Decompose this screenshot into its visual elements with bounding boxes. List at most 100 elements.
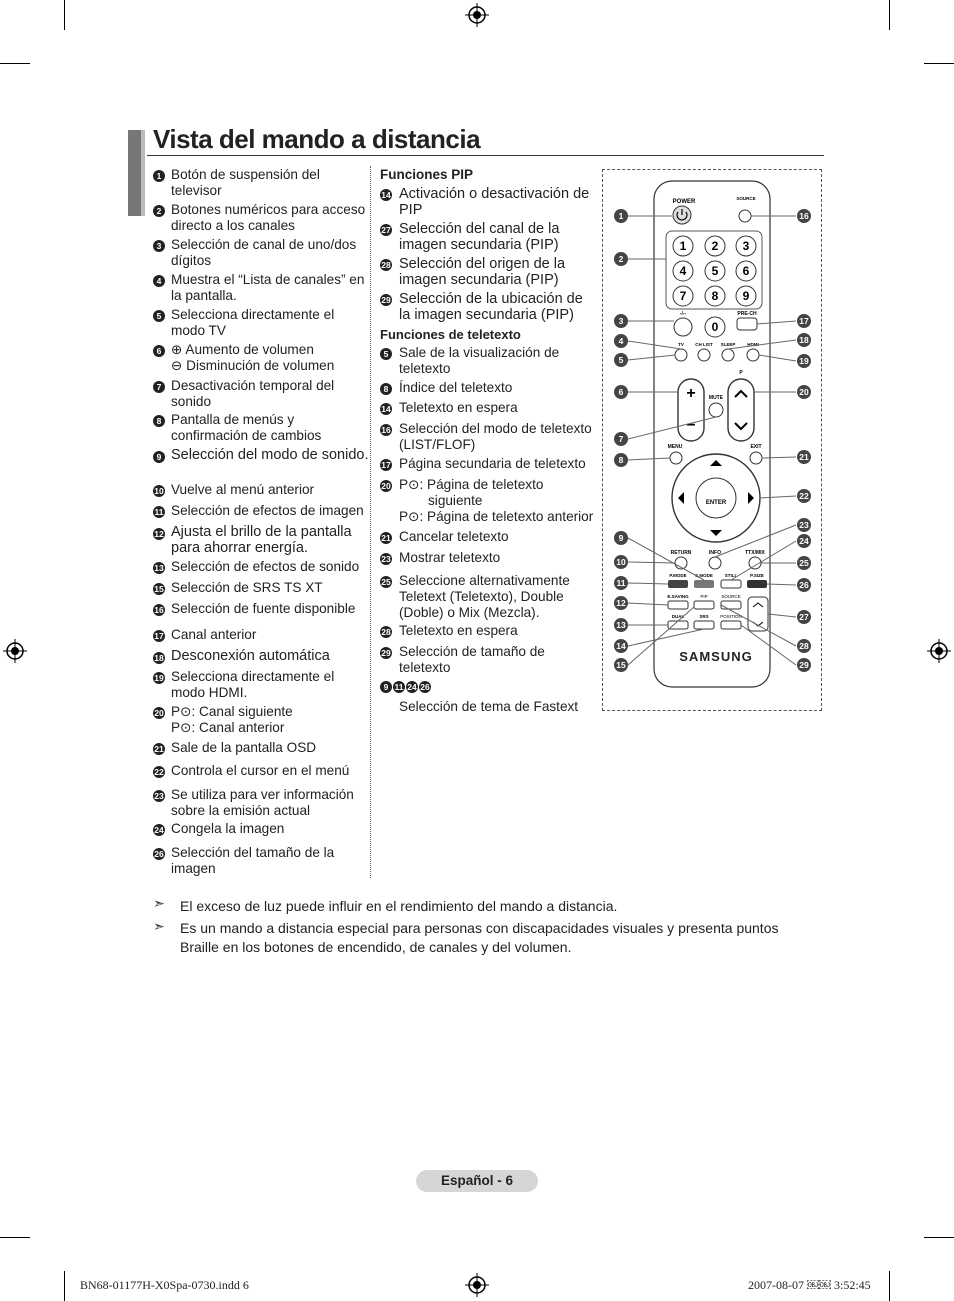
- arrow-left-icon: [678, 492, 684, 504]
- source-button[interactable]: [738, 209, 752, 223]
- crop-mark: [889, 0, 890, 30]
- footer-filename: BN68-01177H-X0Spa-0730.indd 6: [80, 1278, 249, 1292]
- list-item: Mostrar teletexto: [399, 550, 501, 565]
- pip-label: PIP: [700, 594, 707, 599]
- item-number: 20: [153, 707, 165, 719]
- digit-button[interactable]: [672, 285, 694, 307]
- item-number: 20: [380, 480, 392, 492]
- item-number: 21: [380, 532, 392, 544]
- numeric-keypad: [665, 230, 763, 310]
- smode-label: S.MODE: [695, 573, 713, 578]
- item-number: 6: [153, 345, 165, 357]
- callout-number: 11: [617, 578, 626, 588]
- item-number: 29: [380, 294, 392, 306]
- item-number: 10: [153, 485, 165, 497]
- callout-number: 20: [799, 387, 809, 397]
- item-number: 26: [153, 848, 165, 860]
- info-button[interactable]: [708, 556, 722, 570]
- exit-label: EXIT: [750, 444, 761, 450]
- crop-mark: [64, 1271, 65, 1301]
- list-item: Sale de la pantalla OSD: [171, 740, 317, 755]
- dash-button[interactable]: [673, 317, 693, 337]
- dual-label: DUAL: [672, 614, 685, 619]
- digit-button[interactable]: [735, 260, 757, 282]
- item-number: 3: [153, 240, 165, 252]
- callout-number: 21: [799, 452, 809, 462]
- volume-up-icon: +: [686, 385, 695, 402]
- sleep-button[interactable]: [721, 348, 735, 362]
- digit-button[interactable]: [704, 235, 726, 257]
- list-item: Seleccione alternativamente Teletext (Te…: [399, 573, 570, 620]
- tv-label: TV: [678, 342, 684, 347]
- ttx-label: TTX/MIX: [745, 550, 765, 556]
- psize-button[interactable]: [747, 580, 767, 588]
- list-item: Desactivación temporal del sonido: [171, 378, 335, 409]
- list-item: Vuelve al menú anterior: [171, 482, 315, 497]
- digit-button[interactable]: [672, 235, 694, 257]
- prech-label: PRE-CH: [737, 311, 757, 317]
- pmode-button[interactable]: [668, 580, 688, 588]
- callout-lines: [714, 215, 797, 666]
- chlist-button[interactable]: [697, 348, 711, 362]
- item-number: 17: [153, 630, 165, 642]
- psize-label: P.SIZE: [750, 573, 764, 578]
- dash-label: -/--: [680, 311, 687, 317]
- digit-label: 9: [743, 289, 750, 303]
- item-number: 16: [380, 424, 392, 436]
- callout-number: 19: [799, 356, 809, 366]
- item-number: 24: [153, 824, 165, 836]
- srs-button[interactable]: [693, 620, 715, 630]
- item-number: 28: [380, 259, 392, 271]
- list-item: Controla el cursor en el menú: [171, 763, 350, 778]
- prech-button[interactable]: [736, 317, 758, 331]
- crop-mark: [0, 1237, 30, 1238]
- menu-button[interactable]: [669, 451, 683, 465]
- pip-source-button[interactable]: [720, 600, 742, 610]
- smode-button[interactable]: [694, 580, 714, 588]
- digit-button[interactable]: [704, 260, 726, 282]
- list-item: Activación o desactivación de PIP: [399, 186, 590, 218]
- list-item: P⊙: Canal siguiente P⊙: Canal anterior: [171, 704, 371, 736]
- callout-number: 27: [799, 612, 809, 622]
- item-number: 11: [393, 681, 405, 693]
- list-item: Congela la imagen: [171, 821, 285, 836]
- item-number: 7: [153, 381, 165, 393]
- note-text: El exceso de luz puede influir en el ren…: [180, 898, 618, 914]
- item-number: 21: [153, 743, 165, 755]
- volume-rocker[interactable]: [677, 378, 705, 442]
- teletext-heading: Funciones de teletexto: [380, 327, 521, 342]
- title-accent-bar: [128, 130, 142, 216]
- registration-mark-icon: [465, 3, 489, 27]
- digit-button[interactable]: [735, 285, 757, 307]
- position-button[interactable]: [720, 620, 742, 630]
- callout-number: 4: [619, 336, 624, 346]
- note-arrow-icon: ➣: [153, 895, 165, 911]
- list-item: Ajusta el brillo de la pantalla para aho…: [171, 524, 352, 556]
- enter-button[interactable]: [695, 477, 737, 519]
- item-number: 9: [380, 681, 392, 693]
- digit-button[interactable]: [704, 316, 726, 338]
- page-number-badge: Español - 6: [416, 1170, 538, 1192]
- callout-number: 18: [799, 335, 809, 345]
- esaving-button[interactable]: [667, 600, 689, 610]
- registration-mark-icon: [3, 639, 27, 663]
- hdmi-button[interactable]: [746, 348, 760, 362]
- mute-button[interactable]: [708, 402, 724, 418]
- digit-label: 0: [712, 320, 719, 334]
- callout-number: 10: [616, 557, 626, 567]
- item-number: 23: [380, 553, 392, 565]
- digit-button[interactable]: [704, 285, 726, 307]
- exit-button[interactable]: [749, 451, 763, 465]
- item-number: 25: [380, 576, 392, 588]
- channel-rocker[interactable]: [727, 378, 755, 442]
- pip-button[interactable]: [693, 600, 715, 610]
- digit-label: 4: [680, 264, 687, 278]
- tv-button[interactable]: [674, 348, 688, 362]
- digit-button[interactable]: [672, 260, 694, 282]
- still-button[interactable]: [720, 579, 742, 589]
- teletext-next-line: P⊙: Página de teletexto: [399, 477, 544, 492]
- list-item: Botones numéricos para acceso directo a …: [171, 202, 366, 233]
- digit-button[interactable]: [735, 235, 757, 257]
- callout-number: 13: [616, 620, 626, 630]
- remote-diagram-frame: [602, 169, 822, 711]
